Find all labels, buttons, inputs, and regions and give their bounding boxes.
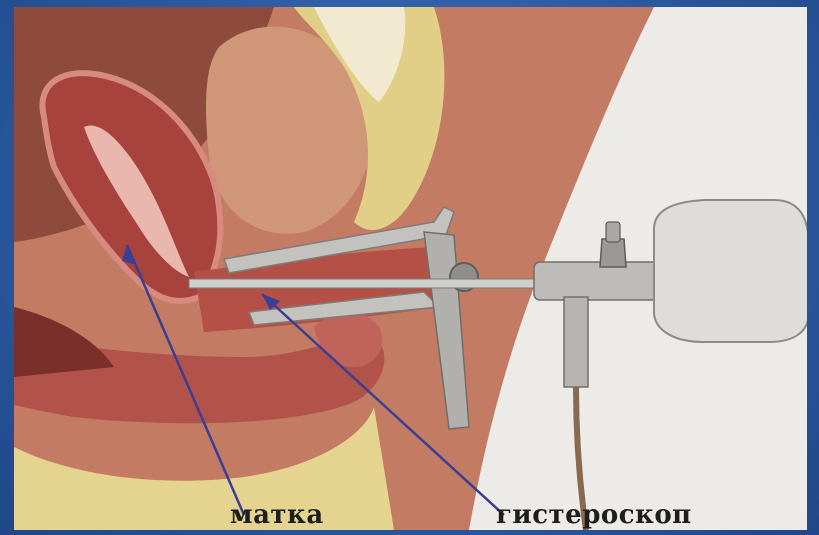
hysteroscope-shaft bbox=[189, 279, 549, 288]
hysteroscope-label: гистероскоп bbox=[496, 502, 692, 528]
anatomy-illustration bbox=[14, 7, 807, 530]
hysteroscope-valve bbox=[600, 239, 626, 267]
hysteroscope-port bbox=[564, 297, 588, 387]
uterus-label: матка bbox=[230, 502, 324, 528]
hysteroscope-eyepiece bbox=[654, 200, 807, 342]
hysteroscope-valve-knob bbox=[606, 222, 620, 242]
illustration-frame: матка гистероскоп bbox=[14, 7, 807, 530]
